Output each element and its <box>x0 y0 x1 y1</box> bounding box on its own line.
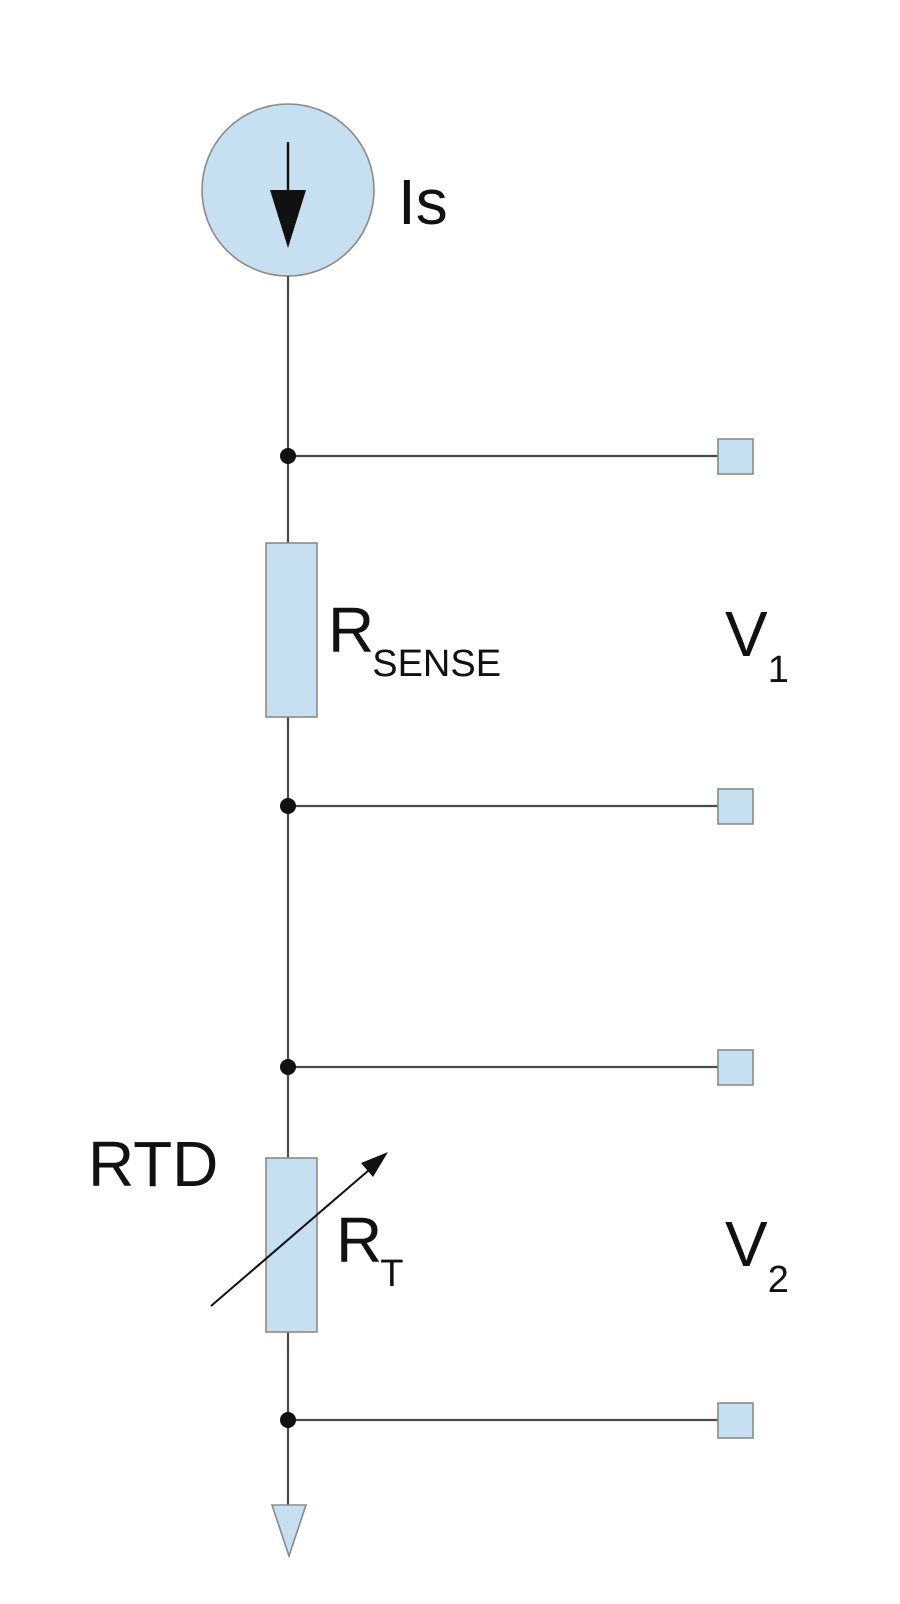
terminal-pad-1 <box>717 438 754 475</box>
ground-icon <box>270 1504 308 1559</box>
rtd-resistor <box>265 1157 318 1333</box>
sense-resistor-label: RSENSE <box>328 594 501 685</box>
terminal-pad-3 <box>717 1049 754 1086</box>
junction-node-1 <box>280 448 296 464</box>
current-direction-arrow-icon <box>270 190 306 248</box>
rtd-label: RTD <box>88 1128 218 1200</box>
junction-node-4 <box>280 1412 296 1428</box>
rtd-resistor-label: RT <box>336 1204 403 1295</box>
terminal-pad-2 <box>717 788 754 825</box>
terminal-pad-4 <box>717 1402 754 1439</box>
sense-resistor <box>265 542 318 718</box>
voltage-2-label: V2 <box>725 1208 789 1301</box>
variable-resistor-arrow-icon <box>361 1152 388 1177</box>
voltage-1-label: V1 <box>725 598 789 691</box>
variable-resistor-arrow-shaft <box>210 1163 377 1307</box>
junction-node-3 <box>280 1059 296 1075</box>
current-source <box>201 103 375 277</box>
current-source-label: Is <box>398 166 448 238</box>
junction-node-2 <box>280 798 296 814</box>
